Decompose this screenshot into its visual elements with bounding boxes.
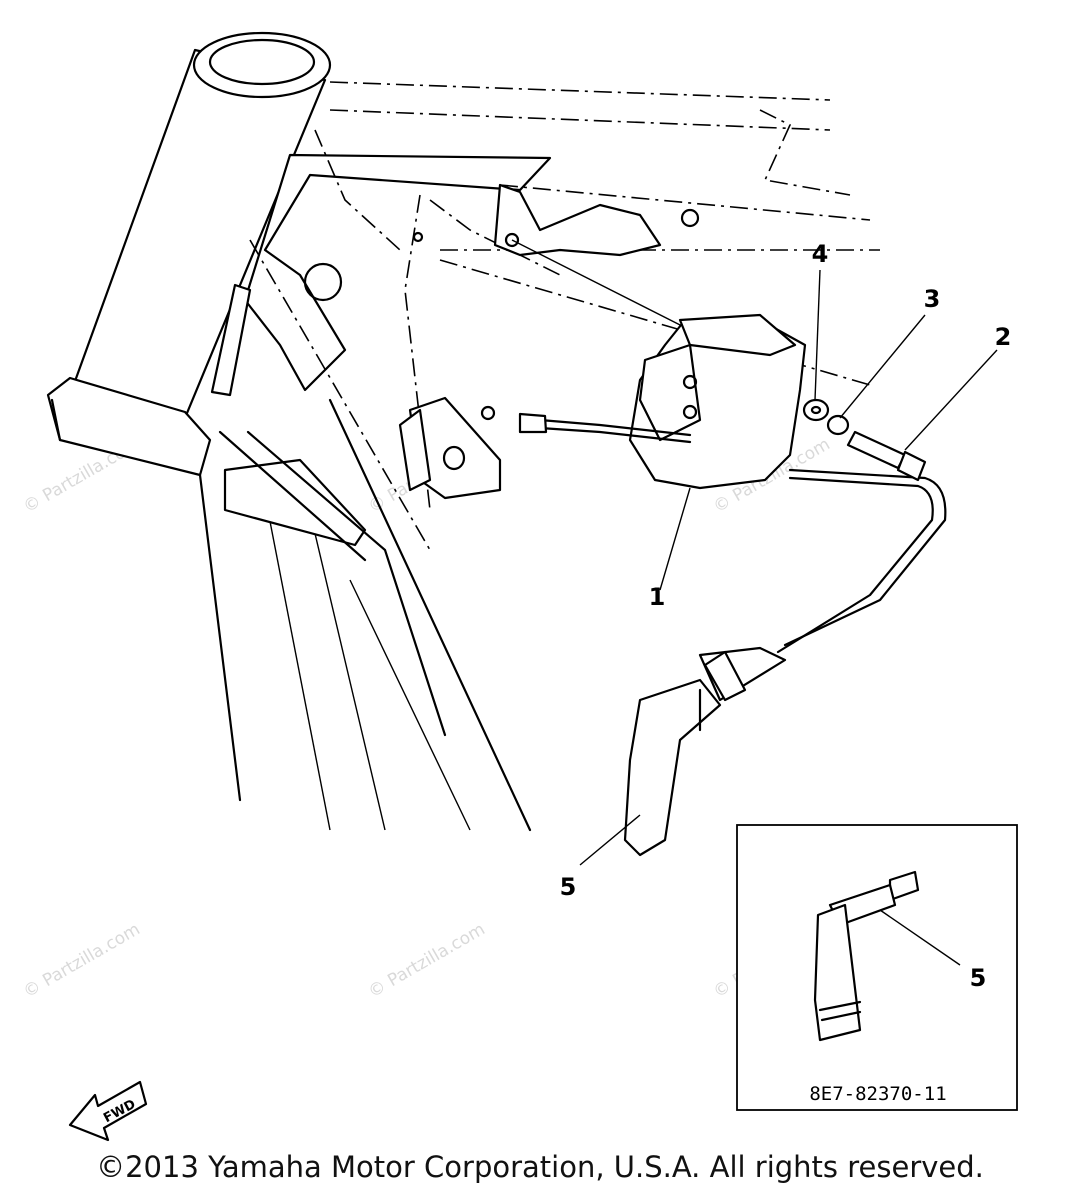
fwd-arrow-icon: FWD [68, 1080, 148, 1142]
callout-number-2: 2 [995, 323, 1012, 351]
callout-number-4: 4 [812, 240, 829, 268]
washer-3 [826, 414, 850, 436]
inset-callout-number-5: 5 [970, 964, 987, 992]
callout-number-3: 3 [924, 285, 941, 313]
frame-head-tube [46, 31, 880, 832]
inset-part-code: 8E7-82370-11 [809, 1083, 946, 1105]
inset-box: 5 8E7-82370-11 [736, 824, 1018, 1111]
spark-plug-cap [623, 646, 787, 857]
callout-leaders [579, 269, 998, 866]
washer-4 [802, 398, 830, 422]
callout-number-1: 1 [649, 583, 666, 611]
ignition-coil [480, 313, 947, 654]
copyright-notice: ©2013 Yamaha Motor Corporation, U.S.A. A… [96, 1150, 984, 1184]
bolt-2 [846, 430, 927, 482]
callout-number-5: 5 [560, 873, 577, 901]
